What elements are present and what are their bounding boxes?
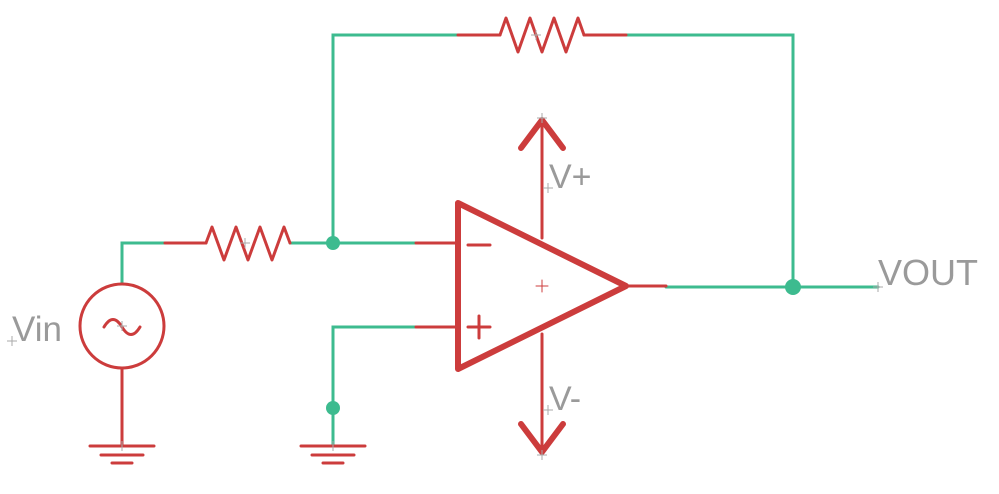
vplus-supply[interactable] — [518, 113, 566, 240]
junction-inverting-node — [326, 236, 340, 250]
vplus-label: V+ — [549, 158, 592, 196]
vin-label: Vin — [12, 310, 62, 349]
vminus-supply[interactable] — [518, 332, 566, 460]
wires — [120, 33, 880, 447]
ac-voltage-source[interactable] — [78, 282, 166, 448]
ground-symbol-right — [299, 441, 367, 465]
junction-output-node — [785, 279, 801, 295]
vminus-label: V- — [549, 380, 581, 418]
noninverting-input-wire[interactable] — [331, 325, 418, 447]
ground-symbol-left — [88, 441, 156, 465]
op-amp[interactable] — [414, 200, 668, 372]
vout-label: VOUT — [878, 252, 978, 293]
feedback-wire-left[interactable] — [331, 33, 460, 245]
input-resistor[interactable] — [163, 225, 292, 262]
junction-ground-node — [326, 401, 340, 415]
source-wire[interactable] — [120, 241, 167, 286]
feedback-resistor[interactable] — [456, 16, 628, 54]
feedback-wire-right[interactable] — [624, 33, 795, 289]
